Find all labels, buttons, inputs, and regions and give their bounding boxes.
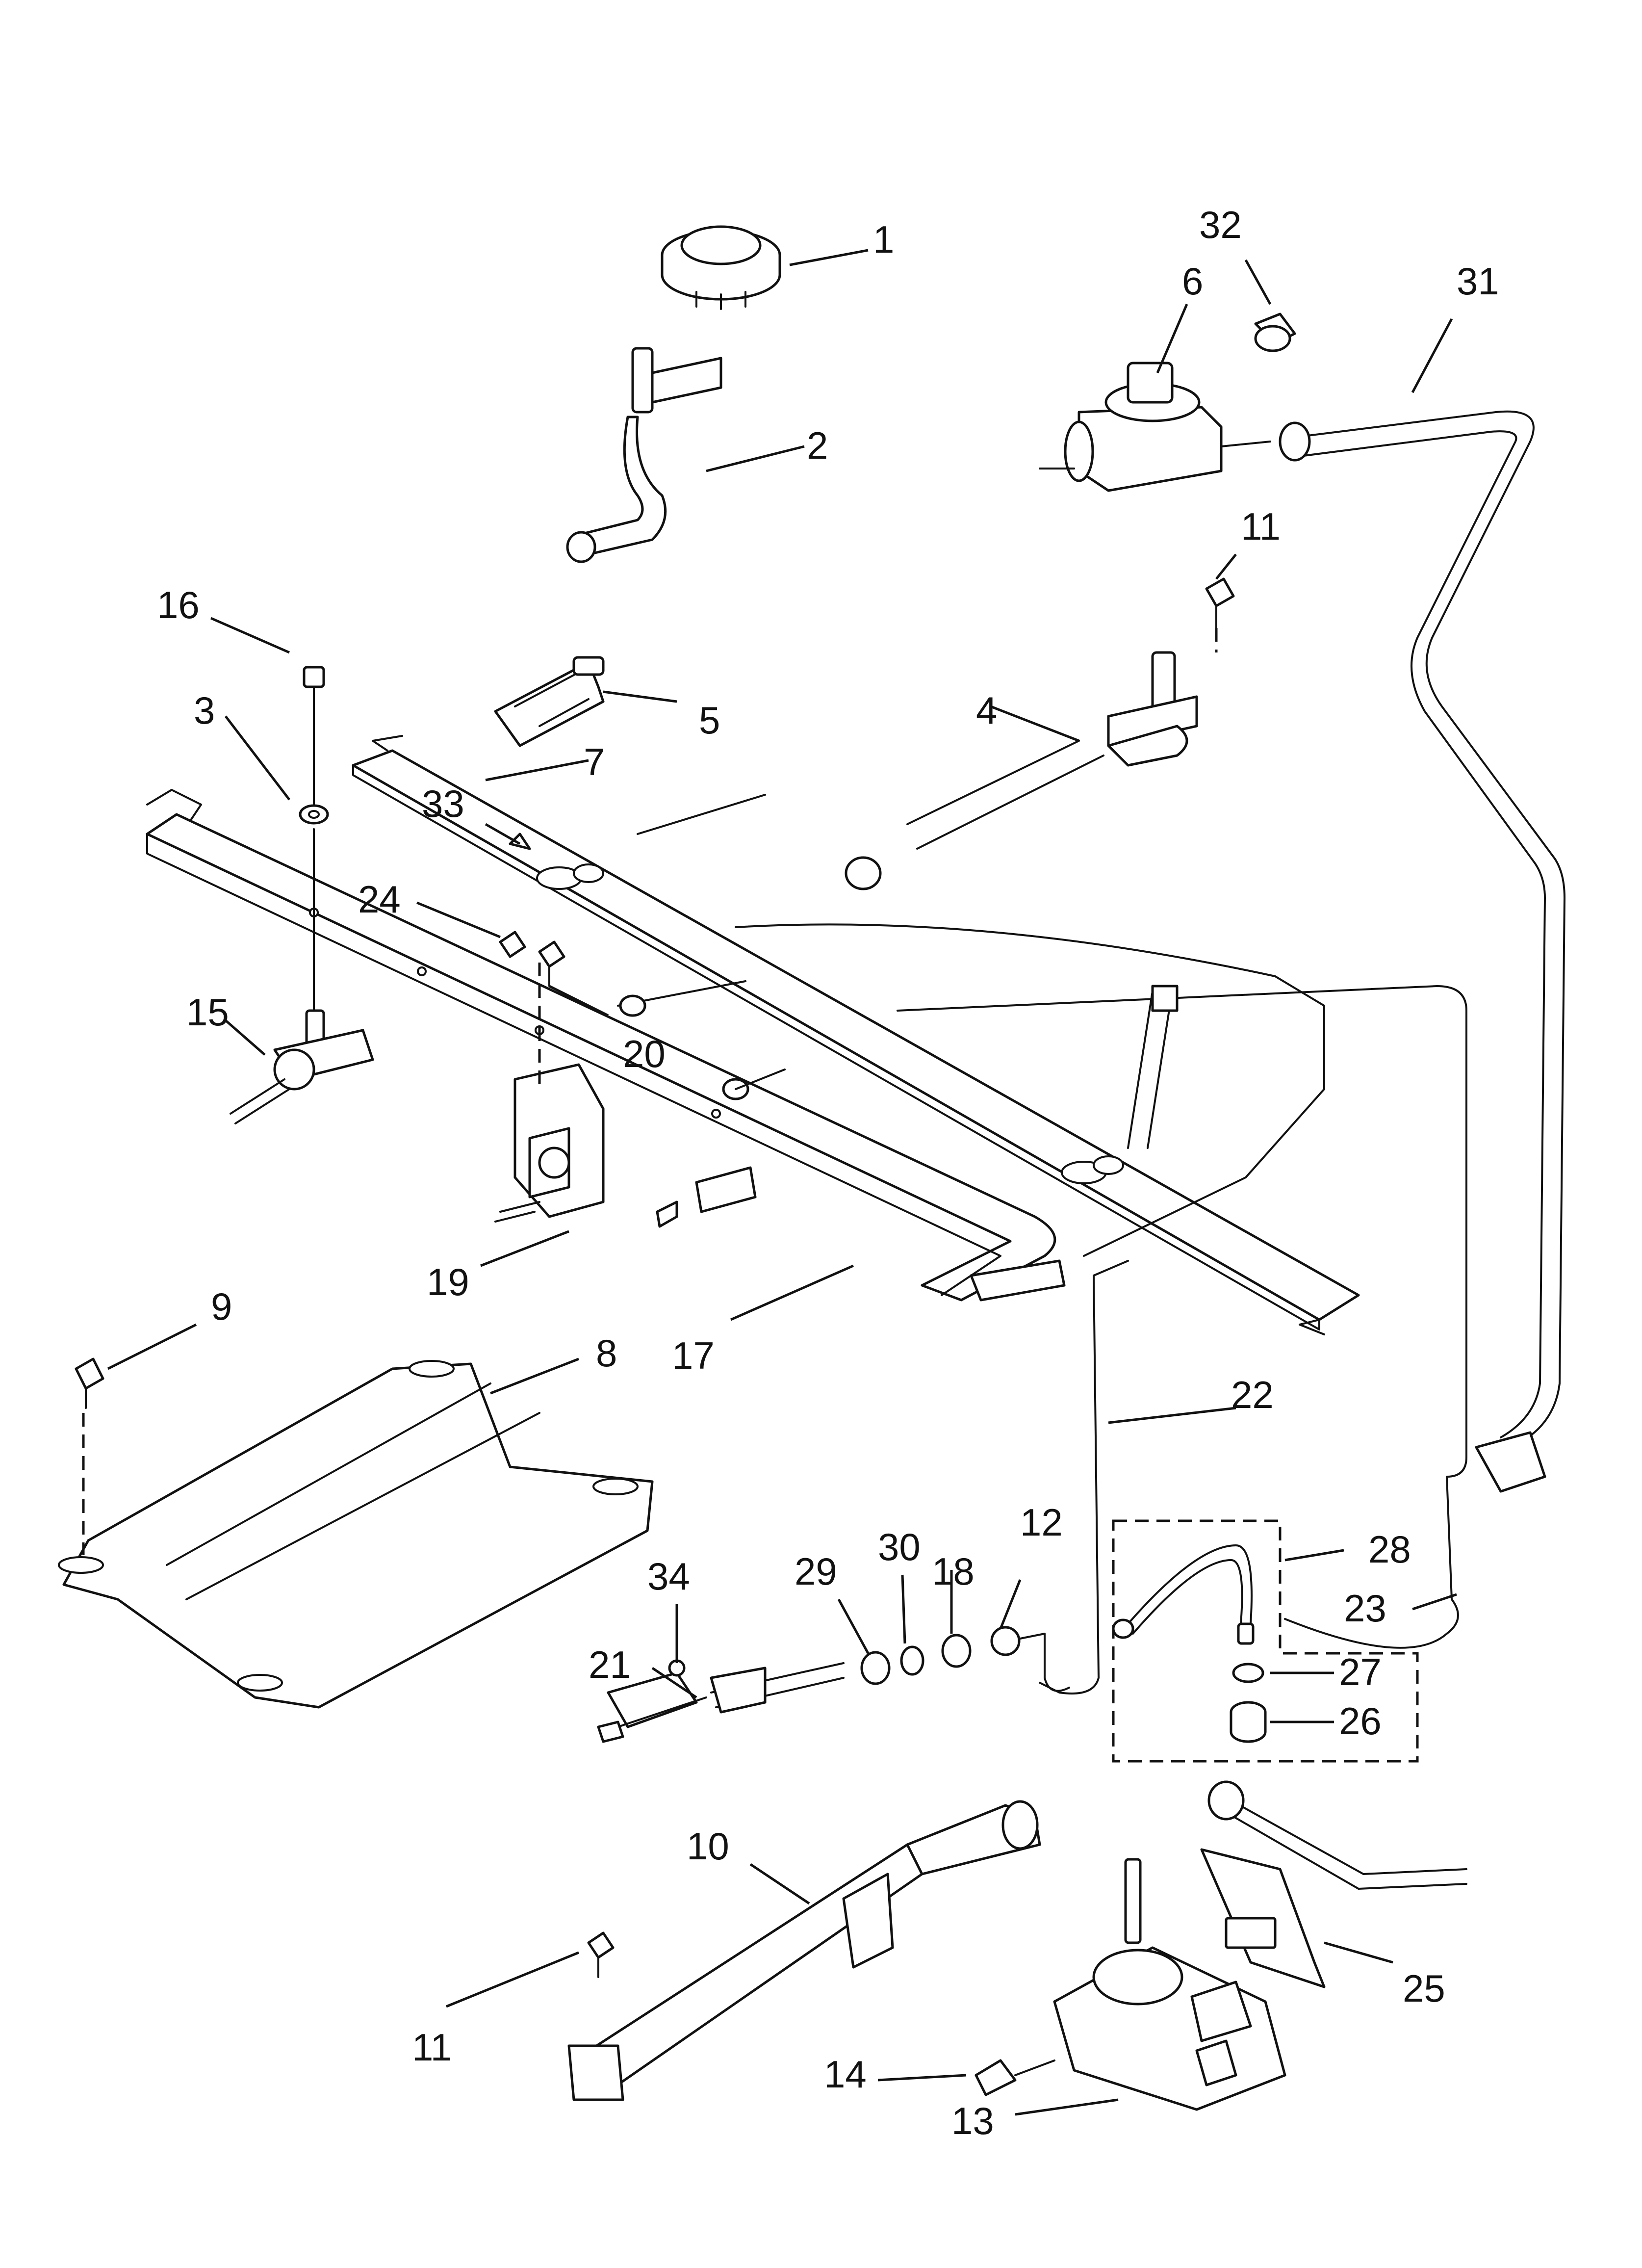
internal-tubes <box>617 794 1467 1694</box>
supply-tube <box>1207 1780 1467 1890</box>
callout-9: 9 <box>211 1285 232 1328</box>
callout-12: 12 <box>1020 1501 1063 1544</box>
orifice-holder-assembly <box>597 1659 845 1743</box>
callout-23: 23 <box>1344 1587 1386 1630</box>
callout-10: 10 <box>687 1825 729 1868</box>
screws-20-24 <box>499 931 565 987</box>
fittings-12-18-29-30 <box>860 1626 1070 1692</box>
callout-3: 3 <box>194 689 215 732</box>
callout-32: 32 <box>1199 203 1242 246</box>
burner-tube-holder <box>845 651 1198 890</box>
callout-33: 33 <box>422 782 464 825</box>
callout-2: 2 <box>807 424 828 467</box>
callout-34: 34 <box>647 1555 690 1598</box>
callout-14: 14 <box>824 2053 867 2096</box>
callout-5: 5 <box>699 699 720 742</box>
burner-cap <box>661 225 781 310</box>
callout-1: 1 <box>873 218 894 261</box>
manifold-pipe <box>146 789 1066 1302</box>
callout-29: 29 <box>795 1550 837 1593</box>
callout-20: 20 <box>623 1032 666 1075</box>
callout-16: 16 <box>157 583 200 626</box>
callout-18: 18 <box>932 1550 975 1593</box>
burner-switch <box>494 957 605 1223</box>
callout-15: 15 <box>186 991 229 1034</box>
leader-lines <box>107 249 1457 2116</box>
mounting-plate <box>1200 1848 1326 1988</box>
callout-11-top: 11 <box>1241 505 1281 548</box>
callout-7: 7 <box>584 740 605 783</box>
oven-gas-valve <box>975 1858 1286 2111</box>
callout-25: 25 <box>1403 1967 1445 2010</box>
callout-31: 31 <box>1457 260 1499 303</box>
bracket <box>494 656 605 747</box>
conversion-kit-box <box>1112 1519 1419 1763</box>
washer-screw <box>299 666 329 1012</box>
callout-26: 26 <box>1339 1699 1382 1743</box>
oven-burner <box>567 1800 1041 2101</box>
orifice-holder <box>566 347 722 563</box>
callout-24: 24 <box>358 878 401 921</box>
callout-19: 19 <box>427 1260 469 1303</box>
manifold-bracket <box>352 735 1360 1335</box>
screws-11 <box>587 577 1235 1978</box>
main-gas-tube <box>1279 410 1565 1493</box>
callout-6: 6 <box>1182 260 1203 303</box>
callout-labels: 1 2 3 4 5 6 7 8 9 10 11 11 12 13 14 15 1… <box>157 203 1499 2142</box>
callout-8: 8 <box>596 1331 617 1375</box>
callout-22: 22 <box>1231 1373 1274 1416</box>
callout-21: 21 <box>589 1643 631 1686</box>
callout-28: 28 <box>1368 1528 1411 1571</box>
screw-9 <box>75 1357 104 1409</box>
callout-30: 30 <box>878 1525 921 1568</box>
callout-11-bottom: 11 <box>412 2026 452 2069</box>
callout-17: 17 <box>672 1334 715 1377</box>
burner-valve <box>230 1009 374 1124</box>
burner-shield <box>58 1360 654 1709</box>
callout-27: 27 <box>1339 1650 1382 1694</box>
small-bracket <box>656 1166 757 1228</box>
callout-13: 13 <box>951 2099 994 2142</box>
fitting <box>1254 313 1296 352</box>
pressure-regulator <box>1039 362 1271 492</box>
callout-4: 4 <box>976 689 997 732</box>
